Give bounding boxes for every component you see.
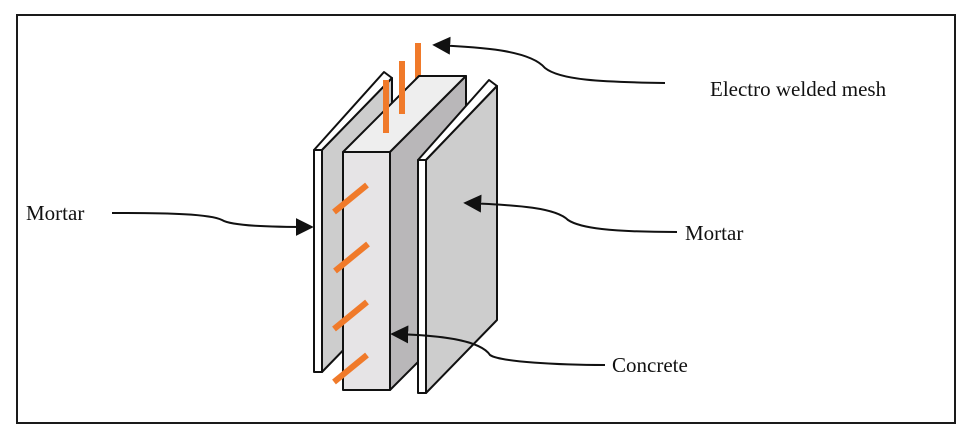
connector-bar — [332, 352, 369, 385]
concrete-front-face — [342, 151, 391, 391]
connector-bar — [333, 241, 370, 274]
mesh-bars-front — [383, 61, 405, 133]
label-mortar-left: Mortar — [26, 201, 84, 225]
connector-bar — [332, 182, 369, 215]
mortar-left-front-edge — [313, 149, 323, 373]
arrow-mortar-right — [463, 194, 678, 233]
label-concrete: Concrete — [612, 353, 688, 377]
connector-bar — [332, 299, 369, 332]
mortar-right-front-edge — [417, 159, 427, 394]
label-mortar-right: Mortar — [685, 221, 743, 245]
arrow-mesh — [432, 36, 666, 84]
leader-arrows — [111, 36, 678, 366]
diagonal-connectors — [332, 182, 370, 385]
label-electro-welded-mesh: Electro welded mesh — [710, 77, 887, 101]
arrow-concrete — [390, 325, 606, 366]
mortar-panel-right — [417, 79, 498, 394]
arrow-mortar-left — [111, 212, 314, 236]
